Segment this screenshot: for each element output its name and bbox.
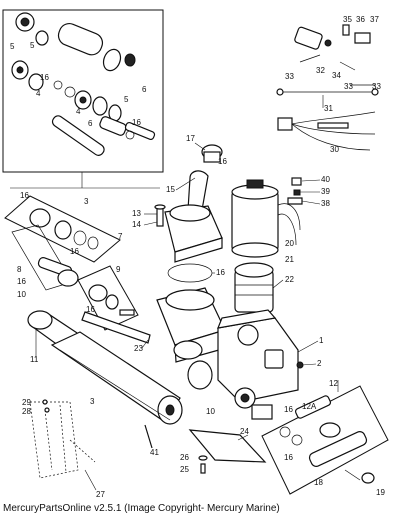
callout-4b: 4 <box>36 89 41 98</box>
callout-16c: 16 <box>86 305 95 314</box>
callout-18: 18 <box>314 478 323 487</box>
callout-labels: 1 2 3 4 5 6 7 8 9 10 11 12 13 14 15 16 1… <box>10 15 385 499</box>
leader-lines <box>35 95 339 491</box>
callout-16h: 16 <box>40 73 49 82</box>
callout-38: 38 <box>321 199 330 208</box>
callout-30: 30 <box>330 145 339 154</box>
callout-31: 31 <box>324 104 333 113</box>
pump-motor <box>231 179 301 258</box>
electrical-parts <box>276 24 379 151</box>
valve-9-parts <box>88 284 135 316</box>
callout-17: 17 <box>186 134 195 143</box>
callout-12a: 12A <box>302 402 317 411</box>
manifold-body <box>156 287 227 363</box>
callout-4c: 4 <box>76 107 81 116</box>
bolt-13-14 <box>154 204 166 227</box>
callout-36: 36 <box>356 15 365 24</box>
callout-41: 41 <box>150 448 159 457</box>
callout-34: 34 <box>332 71 341 80</box>
piston-8 <box>11 224 79 291</box>
callout-10b: 10 <box>206 407 215 416</box>
exploded-parts-diagram: 1 2 3 4 5 6 7 8 9 10 11 12 13 14 15 16 1… <box>2 9 389 499</box>
inset-box-item-9 <box>77 265 139 331</box>
callout-19: 19 <box>376 488 385 497</box>
callout-39: 39 <box>321 187 330 196</box>
callout-20: 20 <box>285 239 294 248</box>
bottom-plate <box>188 429 267 463</box>
reservoir <box>164 170 223 263</box>
callout-6: 6 <box>88 119 93 128</box>
inset-box-top-left <box>2 9 164 173</box>
callout-27: 27 <box>96 490 105 499</box>
callout-16f: 16 <box>284 405 293 414</box>
callout-1: 1 <box>319 336 324 345</box>
check-valve-plug <box>201 144 223 163</box>
callout-16: 16 <box>216 268 225 277</box>
callout-7: 7 <box>118 232 123 241</box>
manual-release-parts <box>279 395 375 484</box>
callout-16g: 16 <box>284 453 293 462</box>
callout-26: 26 <box>180 453 189 462</box>
inset-box-left <box>4 195 121 263</box>
callout-21: 21 <box>285 255 294 264</box>
callout-22: 22 <box>285 275 294 284</box>
callout-13: 13 <box>132 209 141 218</box>
valve-inset-parts <box>29 208 99 250</box>
trim-rod-23 <box>81 311 151 344</box>
callout-4: 4 <box>17 65 22 74</box>
callout-35: 35 <box>343 15 352 24</box>
callout-29: 29 <box>22 398 31 407</box>
callout-3: 3 <box>84 197 89 206</box>
callout-6b: 6 <box>142 85 147 94</box>
callout-40: 40 <box>321 175 330 184</box>
callout-5c: 5 <box>124 95 129 104</box>
pump-assembly <box>234 262 274 313</box>
callout-10: 10 <box>17 290 26 299</box>
callout-2: 2 <box>317 359 322 368</box>
callout-3b: 3 <box>90 397 95 406</box>
callout-8: 8 <box>17 265 22 274</box>
mounting-bracket-outline <box>29 401 96 479</box>
callout-16a: 16 <box>20 191 29 200</box>
image-copyright-caption: MercuryPartsOnline v2.5.1 (Image Copyrig… <box>3 503 280 514</box>
callout-28: 28 <box>22 407 31 416</box>
callout-14: 14 <box>132 220 141 229</box>
callout-32: 32 <box>316 66 325 75</box>
pump-body <box>187 309 304 420</box>
callout-37: 37 <box>370 15 379 24</box>
callout-33: 33 <box>285 72 294 81</box>
callout-24: 24 <box>240 427 249 436</box>
tilt-cylinder <box>27 310 183 425</box>
callout-15: 15 <box>166 185 175 194</box>
callout-5: 5 <box>30 41 35 50</box>
callout-16b: 16 <box>70 247 79 256</box>
callout-12: 12 <box>329 379 338 388</box>
callout-16d: 16 <box>218 157 227 166</box>
callout-5b: 5 <box>10 42 15 51</box>
callout-23: 23 <box>134 344 143 353</box>
callout-16i: 16 <box>132 118 141 127</box>
callout-33c: 33 <box>372 82 381 91</box>
callout-9: 9 <box>116 265 121 274</box>
callout-11: 11 <box>30 355 39 364</box>
callout-33b: 33 <box>344 82 353 91</box>
callout-16e: 16 <box>17 277 26 286</box>
callout-25: 25 <box>180 465 189 474</box>
seal-kit-parts <box>11 12 156 156</box>
